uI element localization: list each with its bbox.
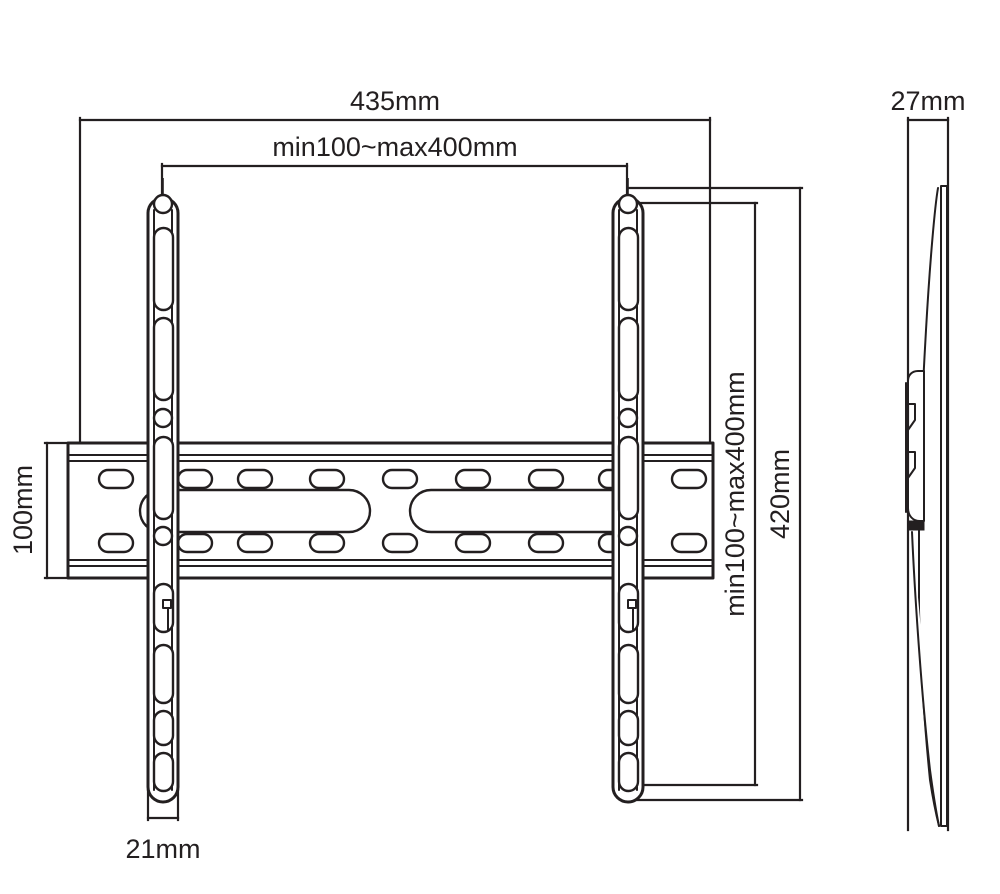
dimension-vesa-vertical: min100~max400mm [628,201,759,787]
label-vesa-horizontal: min100~max400mm [272,132,517,162]
dimension-rail-width: 21mm [125,788,201,864]
label-overall-height: 420mm [765,449,795,539]
dimension-overall-height: 420mm [626,186,804,802]
wall-plate-large-slots [138,488,642,534]
vertical-rail-right [611,178,645,804]
label-depth: 27mm [890,86,965,116]
side-profile-tab [908,520,925,531]
side-profile-view [905,185,948,827]
label-plate-height: 100mm [8,465,38,555]
dimension-overall-width: 435mm [78,86,712,472]
rail-latch-slot-left [152,582,175,634]
label-overall-width: 435mm [350,86,440,116]
vertical-rail-left [146,178,180,804]
label-rail-width: 21mm [125,834,200,864]
rail-latch-slot-right [617,582,640,634]
dimension-vesa-horizontal: min100~max400mm [160,132,629,207]
label-vesa-vertical: min100~max400mm [720,371,750,616]
